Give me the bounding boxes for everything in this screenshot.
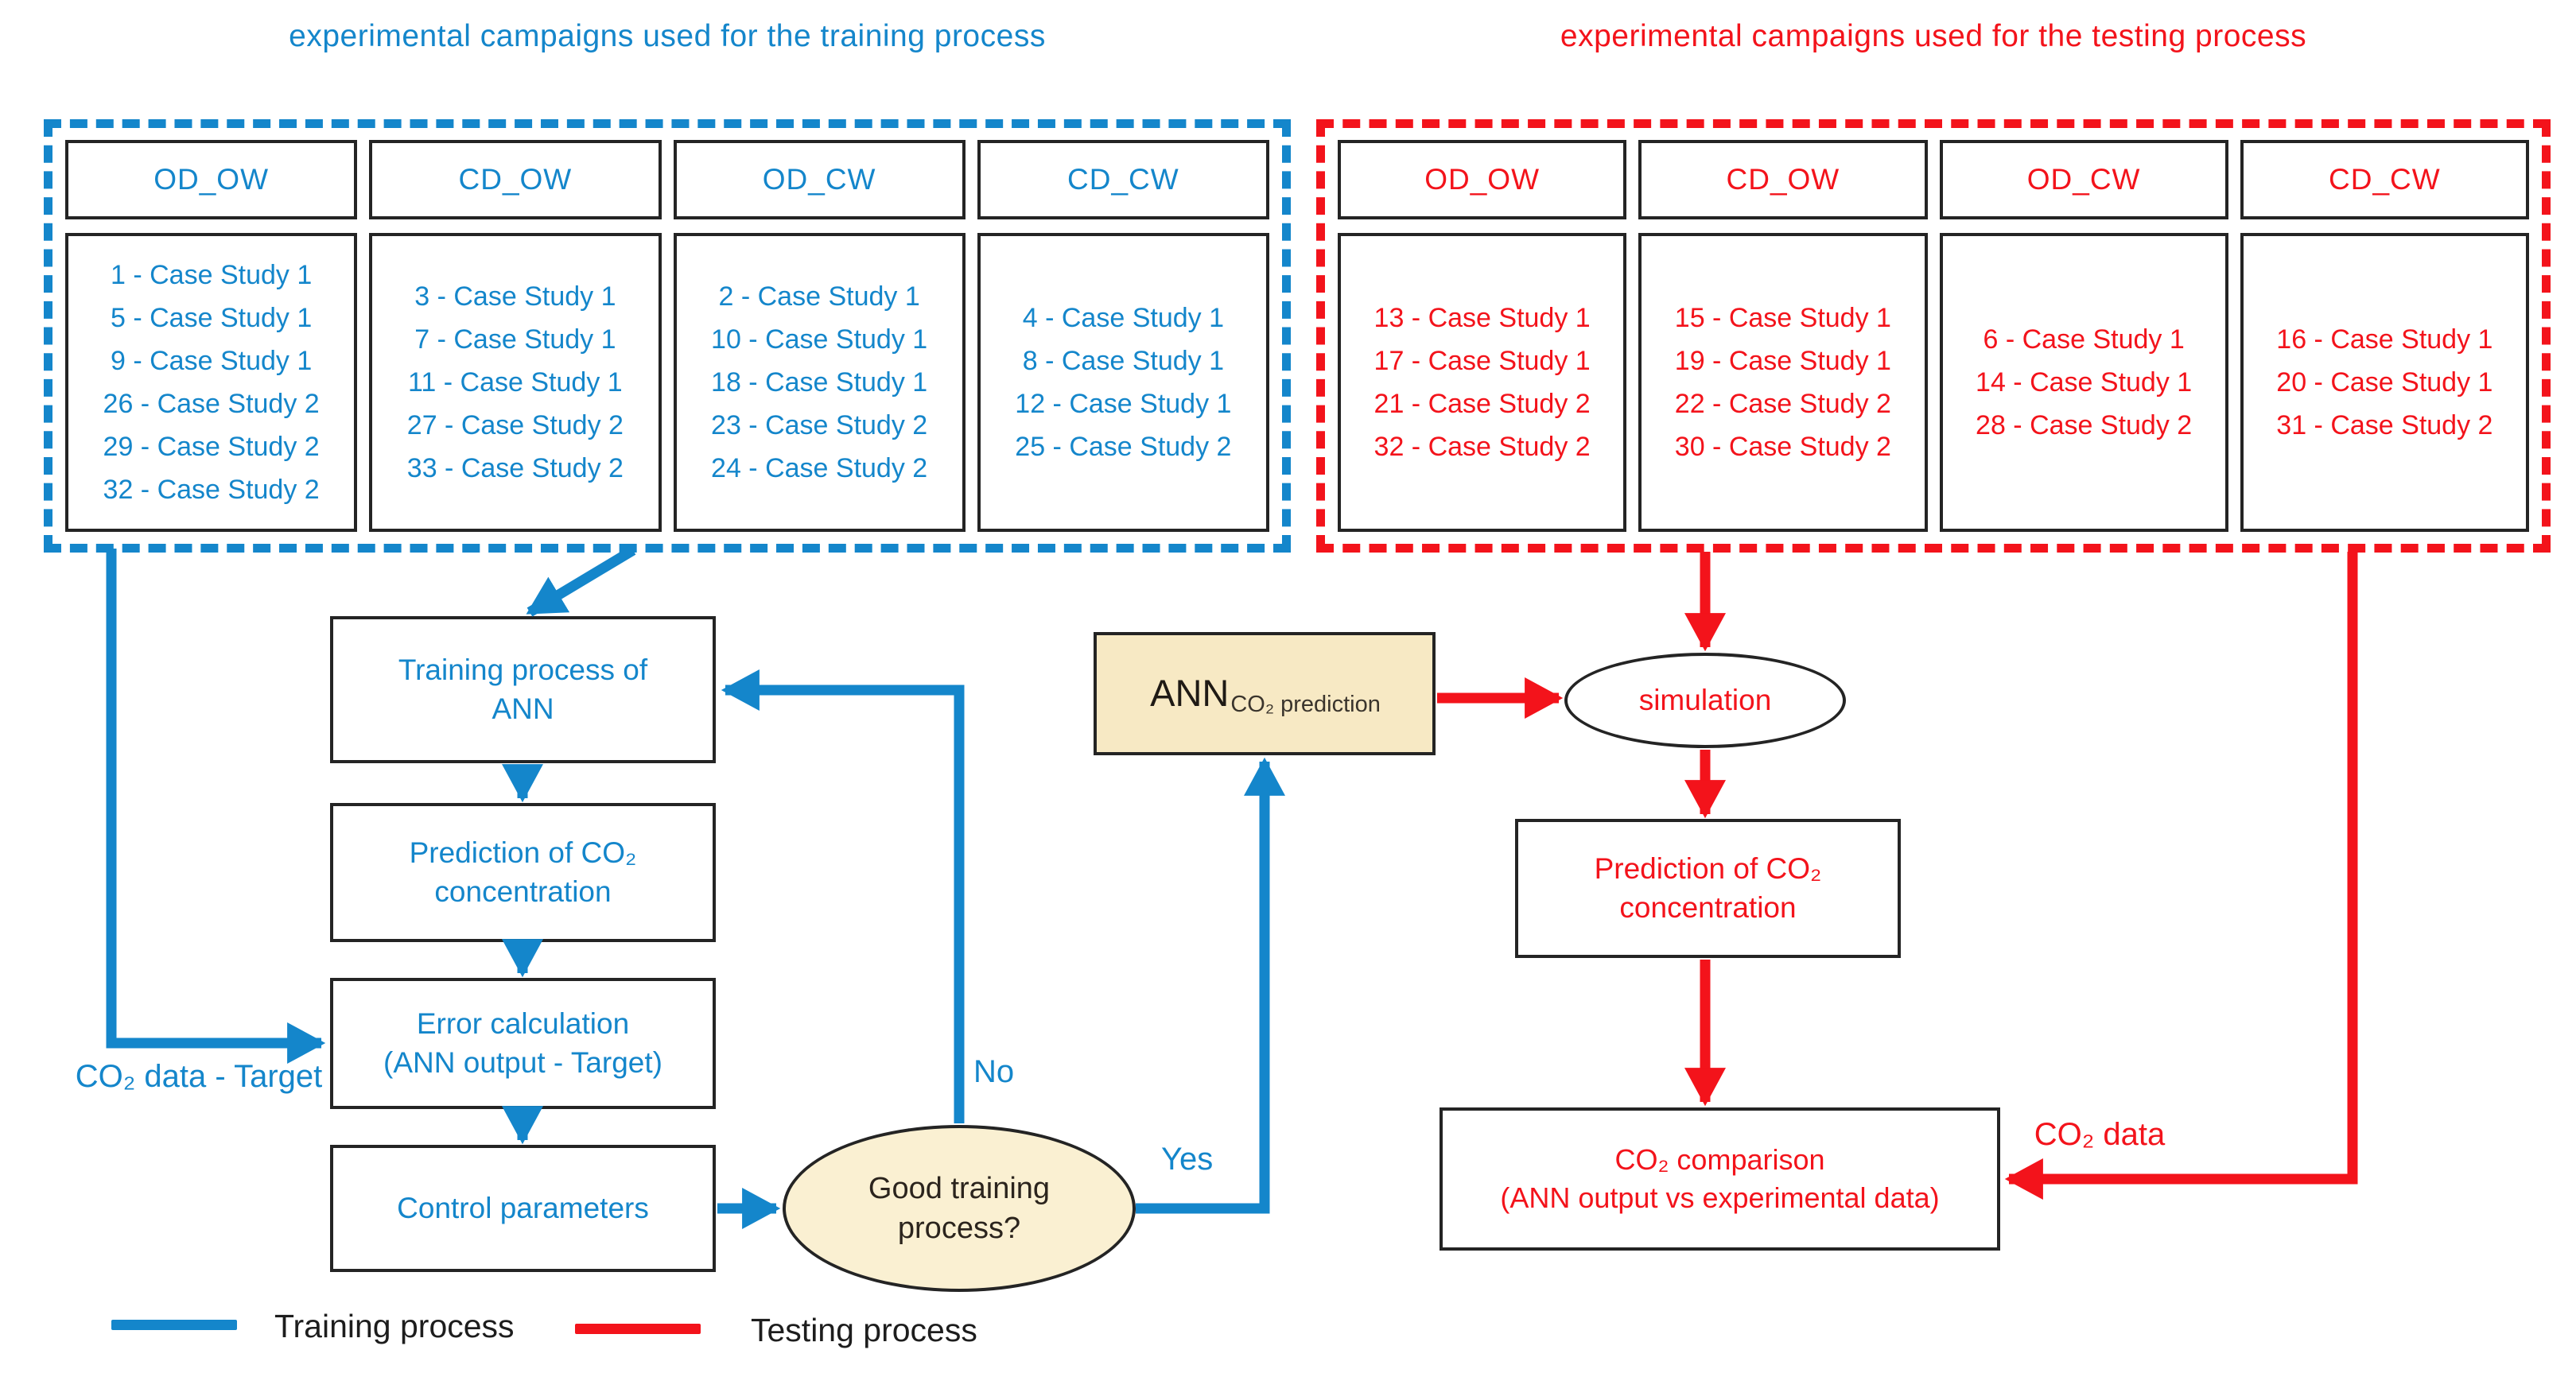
co2-data-label: CO₂ data xyxy=(2034,1117,2166,1152)
ann-label: ANN xyxy=(1150,672,1230,715)
testing-column-cd-ow: CD_OW 15 - Case Study 1 19 - Case Study … xyxy=(1638,140,1928,532)
case-item: 17 - Case Study 1 xyxy=(1373,346,1591,376)
testing-legend-line xyxy=(575,1324,701,1334)
case-item: 16 - Case Study 1 xyxy=(2276,324,2493,355)
co2-comparison-box: CO₂ comparison (ANN output vs experiment… xyxy=(1440,1107,2000,1251)
testing-column-od-cw: OD_CW 6 - Case Study 1 14 - Case Study 1… xyxy=(1939,140,2228,532)
case-item: 24 - Case Study 2 xyxy=(711,453,928,483)
case-item: 26 - Case Study 2 xyxy=(103,389,320,419)
arrow-no-to-training-box xyxy=(721,669,965,1123)
case-list: 4 - Case Study 1 8 - Case Study 1 12 - C… xyxy=(977,233,1269,532)
simulation-ellipse: simulation xyxy=(1564,653,1846,748)
training-campaigns-container: OD_OW 1 - Case Study 1 5 - Case Study 1 … xyxy=(44,119,1291,553)
training-campaigns-title: experimental campaigns used for the trai… xyxy=(289,19,1046,53)
case-item: 9 - Case Study 1 xyxy=(111,346,313,376)
case-item: 23 - Case Study 2 xyxy=(711,410,928,440)
case-item: 21 - Case Study 2 xyxy=(1373,389,1591,419)
prediction-training-box: Prediction of CO₂ concentration xyxy=(330,803,716,942)
case-item: 4 - Case Study 1 xyxy=(1022,303,1224,333)
case-item: 3 - Case Study 1 xyxy=(414,281,616,312)
prediction-testing-box: Prediction of CO₂ concentration xyxy=(1515,819,1901,958)
control-parameters-box: Control parameters xyxy=(330,1145,716,1272)
column-header: CD_CW xyxy=(2240,140,2529,219)
case-item: 7 - Case Study 1 xyxy=(414,324,616,355)
co2-data-target-label: CO₂ data - Target xyxy=(75,1059,323,1094)
case-item: 5 - Case Study 1 xyxy=(111,303,313,333)
column-header: OD_CW xyxy=(1939,140,2228,219)
case-item: 14 - Case Study 1 xyxy=(1976,367,2193,398)
case-item: 11 - Case Study 1 xyxy=(408,367,623,398)
testing-column-od-ow: OD_OW 13 - Case Study 1 17 - Case Study … xyxy=(1338,140,1627,532)
error-calculation-box: Error calculation (ANN output - Target) xyxy=(330,978,716,1109)
case-item: 18 - Case Study 1 xyxy=(711,367,928,398)
no-branch-label: No xyxy=(973,1054,1015,1089)
arrow-co2-data-to-error xyxy=(106,549,326,1064)
case-item: 10 - Case Study 1 xyxy=(711,324,928,355)
case-item: 22 - Case Study 2 xyxy=(1674,389,1891,419)
testing-legend-label: Testing process xyxy=(751,1312,977,1348)
column-header: OD_OW xyxy=(65,140,358,219)
case-item: 19 - Case Study 1 xyxy=(1674,346,1891,376)
case-list: 16 - Case Study 1 20 - Case Study 1 31 -… xyxy=(2240,233,2529,532)
case-list: 15 - Case Study 1 19 - Case Study 1 22 -… xyxy=(1638,233,1928,532)
case-item: 33 - Case Study 2 xyxy=(406,453,624,483)
case-item: 27 - Case Study 2 xyxy=(406,410,624,440)
column-header: CD_CW xyxy=(977,140,1269,219)
yes-branch-label: Yes xyxy=(1161,1142,1214,1177)
case-item: 28 - Case Study 2 xyxy=(1976,410,2193,440)
case-item: 32 - Case Study 2 xyxy=(1373,432,1591,462)
case-item: 31 - Case Study 2 xyxy=(2276,410,2493,440)
case-item: 13 - Case Study 1 xyxy=(1373,303,1591,333)
case-item: 15 - Case Study 1 xyxy=(1674,303,1891,333)
column-header: CD_OW xyxy=(369,140,662,219)
testing-campaigns-title: experimental campaigns used for the test… xyxy=(1560,19,2307,53)
case-item: 8 - Case Study 1 xyxy=(1022,346,1224,376)
case-item: 30 - Case Study 2 xyxy=(1674,432,1891,462)
training-column-cd-ow: CD_OW 3 - Case Study 1 7 - Case Study 1 … xyxy=(369,140,662,532)
training-legend-line xyxy=(111,1320,237,1330)
column-header: OD_CW xyxy=(673,140,966,219)
arrow-co2-data-to-comparison xyxy=(2004,552,2358,1200)
testing-column-cd-cw: CD_CW 16 - Case Study 1 20 - Case Study … xyxy=(2240,140,2529,532)
case-list: 1 - Case Study 1 5 - Case Study 1 9 - Ca… xyxy=(65,233,358,532)
ann-subscript-label: CO₂ prediction xyxy=(1230,692,1381,718)
case-item: 12 - Case Study 1 xyxy=(1015,389,1232,419)
case-item: 29 - Case Study 2 xyxy=(103,432,320,462)
case-item: 32 - Case Study 2 xyxy=(103,475,320,505)
column-header: CD_OW xyxy=(1638,140,1928,219)
training-column-od-cw: OD_CW 2 - Case Study 1 10 - Case Study 1… xyxy=(673,140,966,532)
column-header: OD_OW xyxy=(1338,140,1627,219)
case-list: 6 - Case Study 1 14 - Case Study 1 28 - … xyxy=(1939,233,2228,532)
case-item: 6 - Case Study 1 xyxy=(1983,324,2185,355)
case-item: 1 - Case Study 1 xyxy=(111,260,313,290)
case-item: 20 - Case Study 1 xyxy=(2276,367,2493,398)
arrow-training-table-to-training-box xyxy=(526,545,636,617)
case-list: 13 - Case Study 1 17 - Case Study 1 21 -… xyxy=(1338,233,1627,532)
case-item: 25 - Case Study 2 xyxy=(1015,432,1232,462)
training-legend-label: Training process xyxy=(274,1308,515,1344)
training-process-box: Training process of ANN xyxy=(330,616,716,763)
case-list: 2 - Case Study 1 10 - Case Study 1 18 - … xyxy=(673,233,966,532)
testing-campaigns-container: OD_OW 13 - Case Study 1 17 - Case Study … xyxy=(1316,119,2551,553)
case-item: 2 - Case Study 1 xyxy=(718,281,920,312)
training-column-od-ow: OD_OW 1 - Case Study 1 5 - Case Study 1 … xyxy=(65,140,358,532)
good-training-decision-ellipse: Good training process? xyxy=(783,1125,1136,1292)
training-column-cd-cw: CD_CW 4 - Case Study 1 8 - Case Study 1 … xyxy=(977,140,1269,532)
case-list: 3 - Case Study 1 7 - Case Study 1 11 - C… xyxy=(369,233,662,532)
